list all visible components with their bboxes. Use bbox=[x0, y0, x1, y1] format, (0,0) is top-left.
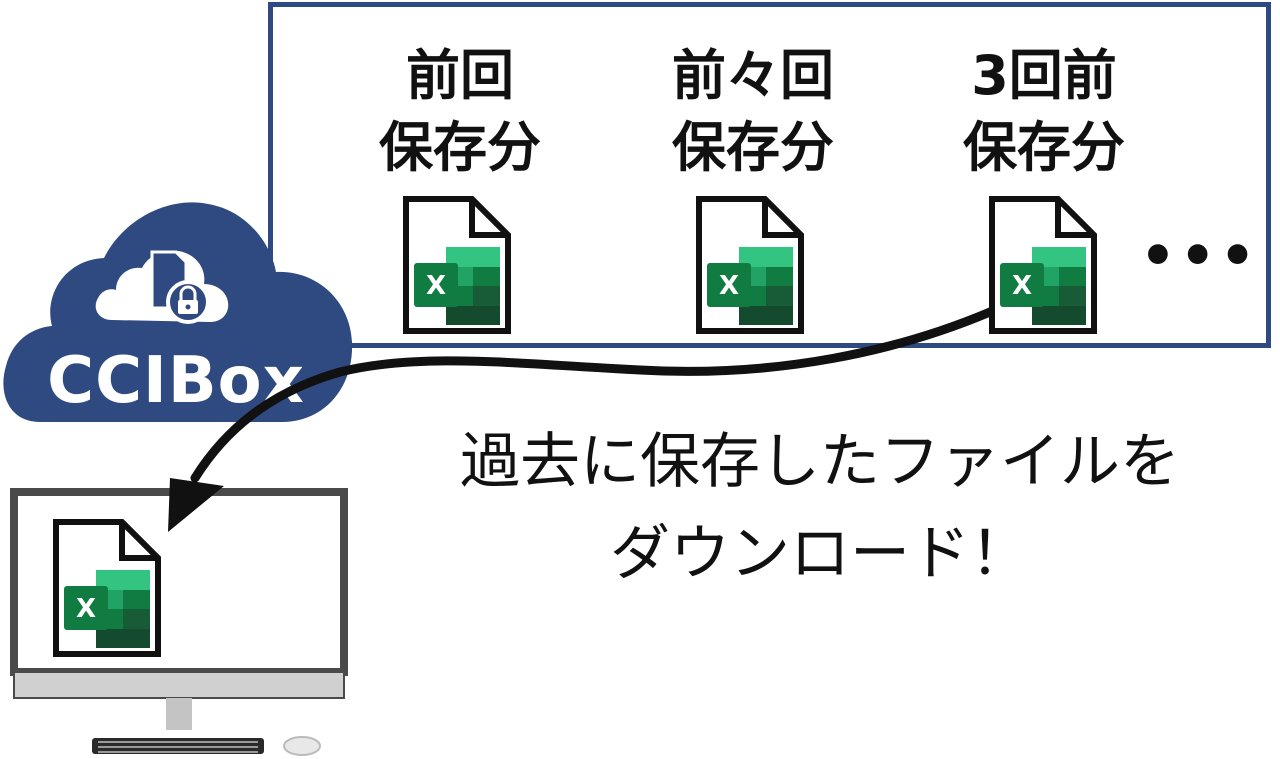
version-label-line2: 保存分 bbox=[672, 116, 834, 179]
version-label-line2: 保存分 bbox=[963, 116, 1125, 179]
caption-line1: 過去に保存したファイルを bbox=[460, 427, 1180, 497]
excel-file-icon bbox=[400, 193, 514, 337]
version-label-line1: 前回 bbox=[406, 44, 514, 107]
desktop-computer-icon bbox=[10, 488, 348, 756]
caption-line2: ダウンロード！ bbox=[610, 519, 1030, 589]
caption: 過去に保存したファイルを ダウンロード！ bbox=[380, 416, 1260, 600]
version-label-line1: 前々回 bbox=[672, 44, 834, 107]
version-label-line2: 保存分 bbox=[379, 116, 541, 179]
version-label-line1: 3回前 bbox=[971, 44, 1117, 107]
excel-file-icon bbox=[693, 193, 807, 337]
version-label-before-previous: 前々回 保存分 bbox=[638, 40, 868, 184]
version-label-three-before: 3回前 保存分 bbox=[929, 40, 1159, 184]
version-label-previous: 前回 保存分 bbox=[345, 40, 575, 184]
ccibox-cloud-icon: CCIBox bbox=[3, 202, 353, 422]
more-indicator: ••• bbox=[1140, 224, 1260, 289]
excel-file-icon bbox=[56, 522, 158, 654]
ccibox-label: CCIBox bbox=[47, 344, 305, 418]
excel-file-icon bbox=[986, 193, 1100, 337]
